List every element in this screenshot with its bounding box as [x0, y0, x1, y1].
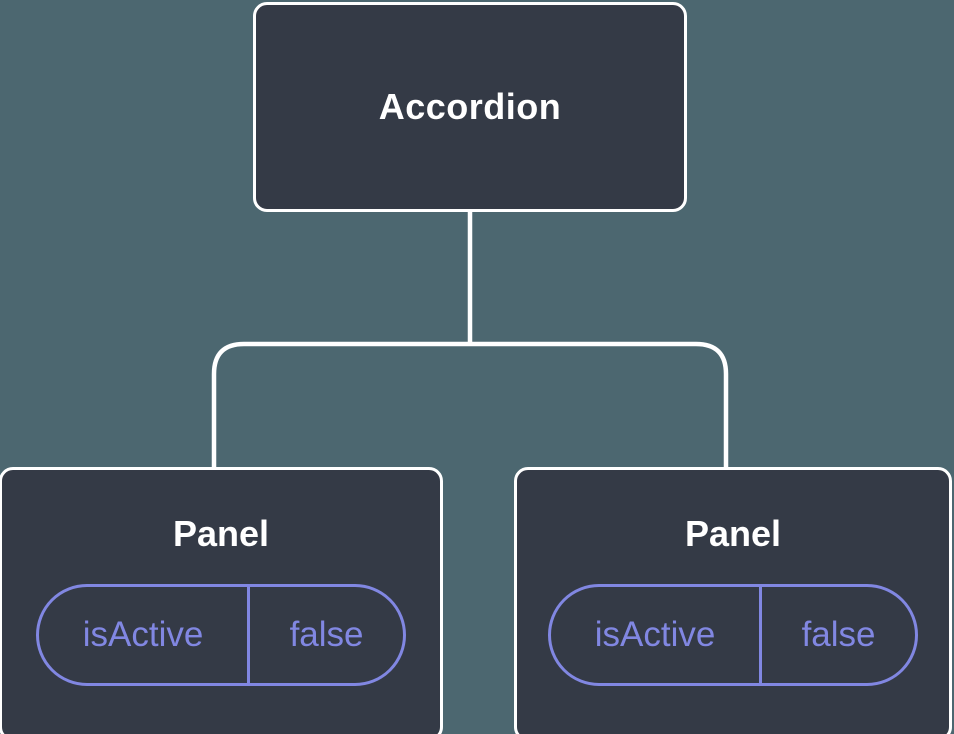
panel-node-left: Panel isActive false — [0, 467, 443, 734]
state-pill: isActive false — [36, 584, 406, 686]
state-value: false — [289, 615, 364, 654]
accordion-node: Accordion — [253, 2, 687, 212]
state-pill: isActive false — [548, 584, 918, 686]
state-key: isActive — [39, 587, 251, 683]
state-key: isActive — [551, 587, 763, 683]
accordion-node-label: Accordion — [378, 86, 562, 127]
panel-title: Panel — [172, 513, 270, 554]
state-value: false — [801, 615, 876, 654]
panel-title: Panel — [684, 513, 782, 554]
connector-branch — [211, 341, 729, 472]
panel-node-right: Panel isActive false — [514, 467, 952, 734]
